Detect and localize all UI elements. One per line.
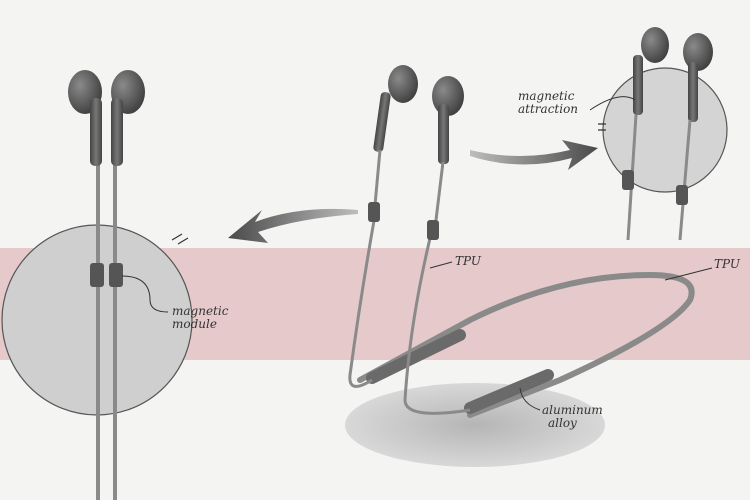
break-mark-right [598, 123, 606, 131]
label-tpu-right: TPU [714, 257, 740, 271]
earbud-icon [368, 65, 464, 240]
aluminum-segment-1 [366, 329, 466, 384]
label-magnetic-attraction: magnetic attraction [518, 90, 578, 116]
label-aluminum-line2: alloy [548, 416, 577, 430]
earbud-icon [68, 70, 145, 500]
earbud-icon [622, 27, 713, 241]
neckband [357, 271, 695, 418]
label-magnetic-attraction-line2: attraction [518, 102, 579, 116]
label-magnetic-module-line2: module [172, 317, 217, 331]
break-mark-left [171, 233, 189, 245]
label-magnetic-module: magnetic module [172, 305, 228, 331]
label-aluminum-alloy: aluminum alloy [542, 404, 603, 430]
leader-line-aluminum [519, 387, 541, 411]
label-aluminum-line1: aluminum [542, 403, 603, 417]
label-tpu-left: TPU [455, 254, 481, 268]
label-magnetic-attraction-line1: magnetic [518, 89, 575, 103]
arrow-icon [228, 208, 358, 243]
aluminum-segment-2 [464, 369, 554, 414]
leader-line-tpu-right [664, 267, 713, 281]
ground-shadow [345, 383, 605, 467]
arrow-icon [470, 140, 598, 170]
detail-circle-right [602, 67, 728, 193]
leader-line-tpu-left [429, 261, 453, 269]
label-magnetic-module-line1: magnetic [172, 304, 229, 318]
cable-left [348, 214, 377, 388]
leader-line-attraction [589, 96, 636, 111]
leader-line-module [121, 275, 169, 313]
cable-right [403, 229, 471, 415]
